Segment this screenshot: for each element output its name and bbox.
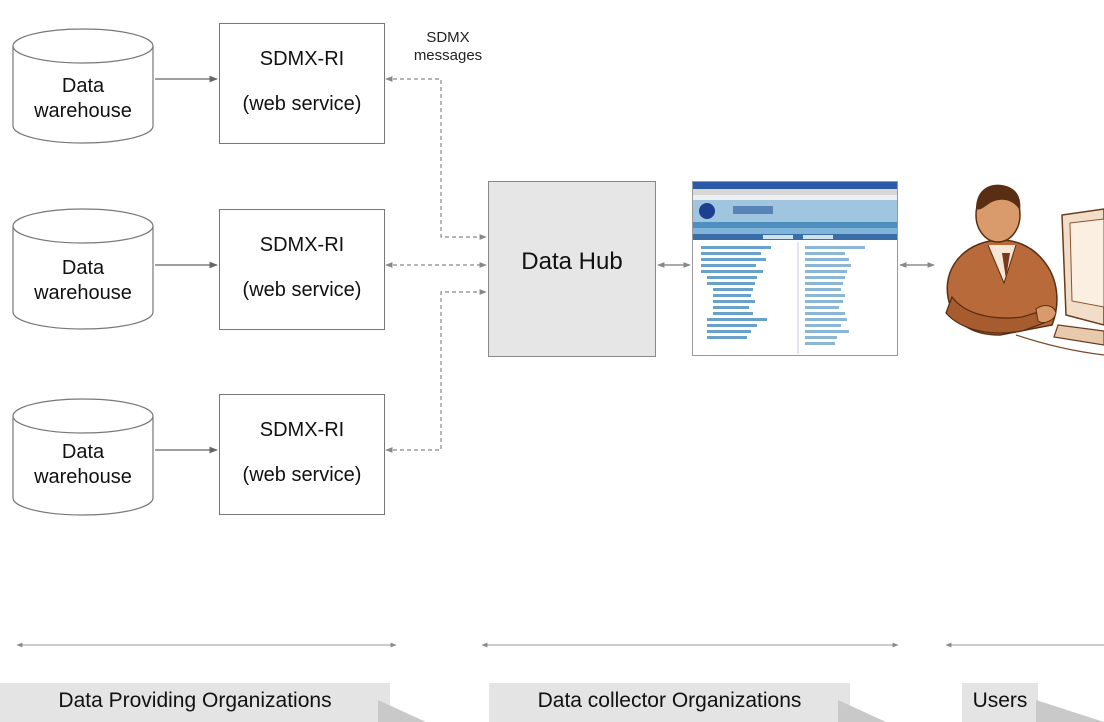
warehouse-label-line2: warehouse — [34, 100, 132, 122]
service-subtitle: (web service) — [242, 93, 362, 115]
database-cylinder-icon — [12, 28, 154, 144]
web-portal-screenshot-icon — [692, 181, 898, 356]
service-title: SDMX-RI — [259, 234, 345, 256]
band-label: Data Providing Organizations — [58, 689, 332, 712]
service-subtitle: (web service) — [242, 464, 362, 486]
database-cylinder-icon — [12, 208, 154, 330]
sdmx-messages-label: SDMX messages — [393, 29, 503, 65]
messages-label-line2: messages — [413, 47, 483, 64]
sdmx-ri-service-box: SDMX-RI (web service) — [219, 23, 385, 144]
band-data-collector-organizations: Data collector Organizations — [489, 683, 850, 722]
service-title: SDMX-RI — [259, 48, 345, 70]
user-clipart — [945, 184, 1104, 356]
warehouse-label-line1: Data — [61, 257, 105, 279]
warehouse-label: Data warehouse — [13, 256, 153, 306]
warehouse-to-service-arrows — [155, 75, 218, 454]
band-label: Users — [972, 689, 1028, 712]
band-users: Users — [962, 683, 1038, 722]
data-hub-label: Data Hub — [521, 248, 623, 275]
band-tail-shape — [838, 700, 886, 722]
messages-label-line1: SDMX — [426, 29, 470, 46]
user-at-computer-icon — [930, 175, 1104, 365]
warehouse-label-line2: warehouse — [34, 466, 132, 488]
warehouse-label-line1: Data — [61, 75, 105, 97]
warehouse-label-line2: warehouse — [34, 282, 132, 304]
portal-thumbnail — [693, 182, 897, 354]
band-data-providing-organizations: Data Providing Organizations — [0, 683, 390, 722]
sdmx-ri-service-box: SDMX-RI (web service) — [219, 209, 385, 330]
warehouse-label: Data warehouse — [13, 74, 153, 124]
warehouse-label-line1: Data — [61, 441, 105, 463]
band-tail-shape — [1036, 700, 1104, 722]
database-cylinder-icon — [12, 398, 154, 516]
band-label: Data collector Organizations — [537, 689, 802, 712]
service-title: SDMX-RI — [259, 419, 345, 441]
warehouse-label: Data warehouse — [13, 440, 153, 490]
sdmx-ri-service-box: SDMX-RI (web service) — [219, 394, 385, 515]
band-tail-shape — [378, 700, 426, 722]
data-hub-box: Data Hub — [488, 181, 656, 357]
sdmx-message-arrows — [385, 76, 487, 453]
service-subtitle: (web service) — [242, 279, 362, 301]
